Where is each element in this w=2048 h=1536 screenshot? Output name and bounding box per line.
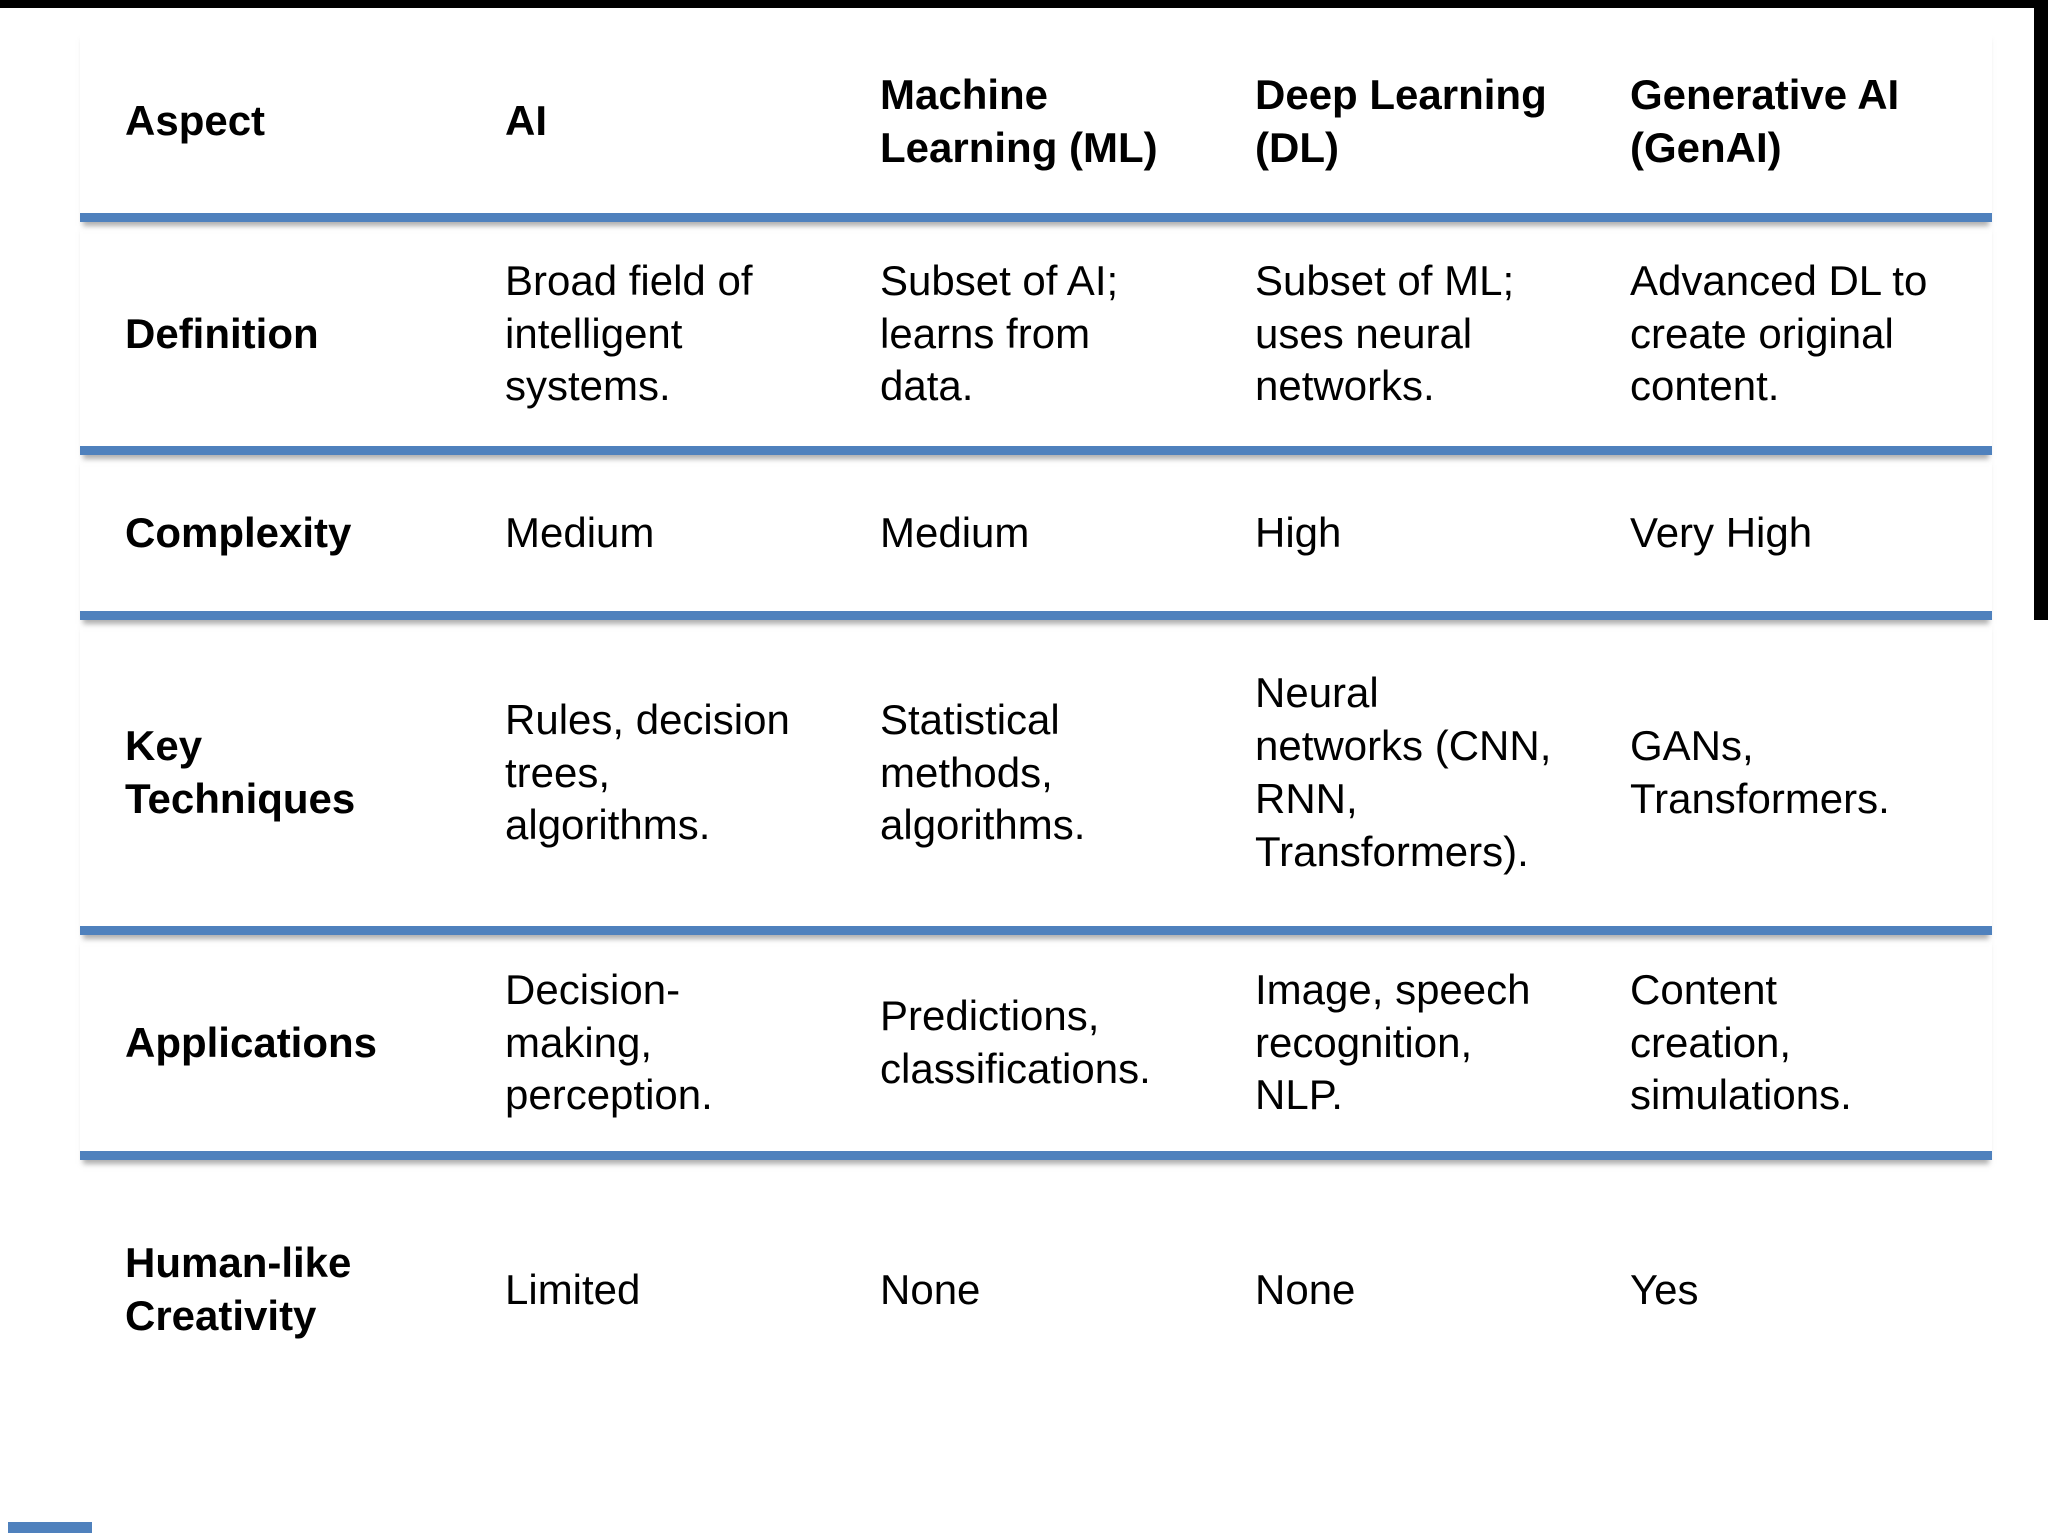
row-label: Applications (125, 1018, 378, 1066)
cell-definition-dl: Subset of ML; uses neural networks. (1255, 256, 1515, 410)
table-row-human-like-creativity: Human-like Creativity Limited None None … (80, 1160, 1992, 1420)
cell-techniques-dl: Neural networks (CNN, RNN, Transformers)… (1255, 669, 1552, 875)
column-header-genai: Generative AI (GenAI) (1630, 70, 1900, 171)
table-row-complexity: Complexity Medium Medium High Very High (80, 455, 1992, 620)
table-row-applications: Applications Decision- making, perceptio… (80, 935, 1992, 1160)
window-edge-right-bar (2034, 0, 2048, 620)
cell-techniques-genai: GANs, Transformers. (1630, 722, 1890, 822)
row-label: Human-like Creativity (125, 1239, 352, 1339)
bottom-left-divider-stub (8, 1522, 92, 1533)
cell-creativity-dl: None (1255, 1265, 1356, 1313)
cell-complexity-dl: High (1255, 508, 1342, 556)
letterbox-top-bar (0, 0, 2048, 8)
column-header-ml: Machine Learning (ML) (880, 70, 1158, 171)
cell-definition-genai: Advanced DL to create original content. (1630, 256, 1928, 410)
cell-applications-ml: Predictions, classifications. (880, 992, 1151, 1092)
cell-creativity-genai: Yes (1630, 1265, 1699, 1313)
cell-creativity-ml: None (880, 1265, 981, 1313)
table-row-definition: Definition Broad field of intelligent sy… (80, 222, 1992, 455)
cell-applications-dl: Image, speech recognition, NLP. (1255, 965, 1531, 1119)
column-header-dl: Deep Learning (DL) (1255, 70, 1547, 171)
cell-complexity-ai: Medium (505, 508, 655, 556)
cell-definition-ai: Broad field of intelligent systems. (505, 256, 753, 410)
row-label: Definition (125, 309, 319, 357)
row-label: Key Techniques (125, 722, 356, 822)
cell-complexity-genai: Very High (1630, 508, 1813, 556)
cell-applications-ai: Decision- making, perception. (505, 965, 713, 1119)
cell-definition-ml: Subset of AI; learns from data. (880, 256, 1119, 410)
comparison-table: Aspect AI Machine Learning (ML) Deep Lea… (80, 30, 1992, 1420)
table-row-key-techniques: Key Techniques Rules, decision trees, al… (80, 620, 1992, 935)
cell-techniques-ai: Rules, decision trees, algorithms. (505, 695, 790, 849)
column-header-aspect: Aspect (125, 97, 266, 145)
row-label: Complexity (125, 508, 352, 556)
table-header-row: Aspect AI Machine Learning (ML) Deep Lea… (80, 30, 1992, 222)
cell-techniques-ml: Statistical methods, algorithms. (880, 695, 1086, 849)
cell-creativity-ai: Limited (505, 1265, 641, 1313)
cell-complexity-ml: Medium (880, 508, 1030, 556)
column-header-ai: AI (505, 97, 547, 145)
cell-applications-genai: Content creation, simulations. (1630, 965, 1852, 1119)
